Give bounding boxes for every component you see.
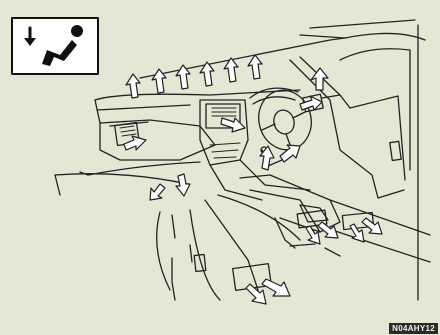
left-vent-arrow: [124, 136, 146, 150]
defrost-arrow-6: [248, 55, 262, 79]
rear-vent-arrow-3: [350, 224, 364, 242]
defrost-arrow-5: [224, 58, 238, 82]
rear-floor-arrow-2: [262, 279, 290, 296]
rear-console: [157, 175, 430, 300]
defrost-arrow-1: [126, 74, 140, 98]
steering-wheel: [252, 84, 318, 155]
side-window-arrow: [311, 68, 328, 90]
center-vent-arrow: [221, 118, 245, 132]
figure-code: N04AHY12: [389, 323, 438, 334]
dashboard-outline: [55, 84, 323, 200]
console-arrow-2: [280, 145, 300, 162]
feet-face-vent-mode-icon: [12, 18, 98, 74]
rear-vent-arrow-4: [362, 218, 382, 234]
front-foot-arrow-2: [176, 174, 190, 196]
front-foot-arrow-1: [150, 184, 165, 200]
